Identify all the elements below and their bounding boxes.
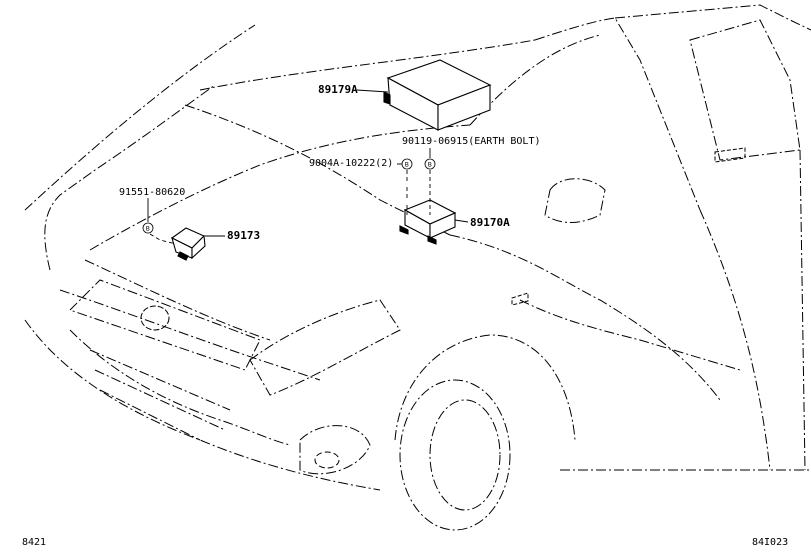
wheel-arch: [394, 334, 576, 441]
bumper-lower: [24, 319, 381, 491]
grille-top: [84, 259, 271, 341]
hood-outline: [24, 24, 256, 211]
leader-89179a: [356, 89, 389, 93]
grille-frame: [69, 279, 261, 371]
body-side: [519, 299, 741, 371]
roof-line: [614, 4, 811, 31]
rear-door-line: [799, 149, 806, 471]
bolt-marker-earth: B: [424, 158, 436, 170]
side-mirror: [544, 178, 606, 223]
headlamp: [249, 299, 401, 396]
fender-line: [449, 234, 721, 401]
bumper-upper: [59, 289, 321, 381]
hood-crease: [199, 39, 536, 91]
9004a-qty: (2): [375, 158, 394, 169]
airbag-ecu-89170a: [399, 199, 457, 245]
front-sensor-89173: [170, 227, 206, 261]
label-89173[interactable]: 89173: [227, 229, 261, 242]
label-91551[interactable]: 91551-80620: [119, 187, 186, 198]
front-wheel-inner: [429, 399, 501, 511]
earth-bolt-number: 90119-06915: [402, 136, 469, 147]
earth-bolt-suffix: (EARTH BOLT): [468, 136, 541, 147]
9004a-number: 9004A-10222: [309, 158, 376, 169]
door-handle: [714, 147, 746, 163]
dash-path-bolt-91551: [149, 233, 177, 245]
svg-text:B: B: [428, 161, 432, 168]
emblem: [140, 305, 170, 331]
door-line: [699, 209, 771, 471]
label-89170a[interactable]: 89170A: [470, 216, 510, 229]
lower-grille-bars: [89, 349, 231, 441]
label-89179a[interactable]: 89179A: [318, 83, 358, 96]
svg-text:B: B: [146, 225, 150, 232]
label-earth-bolt[interactable]: 90119-06915(EARTH BOLT): [402, 136, 540, 147]
side-marker: [511, 292, 529, 306]
bolt-marker-91551: B: [142, 222, 154, 234]
fog-lamp-housing: [299, 425, 371, 475]
svg-text:B: B: [405, 161, 409, 168]
leader-89170a: [454, 219, 469, 223]
hood-rear-edge: [184, 104, 451, 236]
door-window: [689, 19, 801, 161]
label-9004a[interactable]: 9004A-10222(2): [309, 158, 393, 169]
sensor-assembly-89179a: [383, 59, 492, 131]
front-wheel: [399, 379, 511, 531]
hood-front-edge: [44, 84, 216, 271]
bolt-marker-9004a: B: [401, 158, 413, 170]
windshield-lower: [469, 34, 601, 126]
fog-lamp: [314, 451, 340, 469]
a-pillar: [534, 17, 701, 211]
footer-right-code: 84I023: [752, 537, 789, 548]
grille-lower: [69, 329, 291, 446]
footer-left-code: 8421: [22, 537, 47, 548]
